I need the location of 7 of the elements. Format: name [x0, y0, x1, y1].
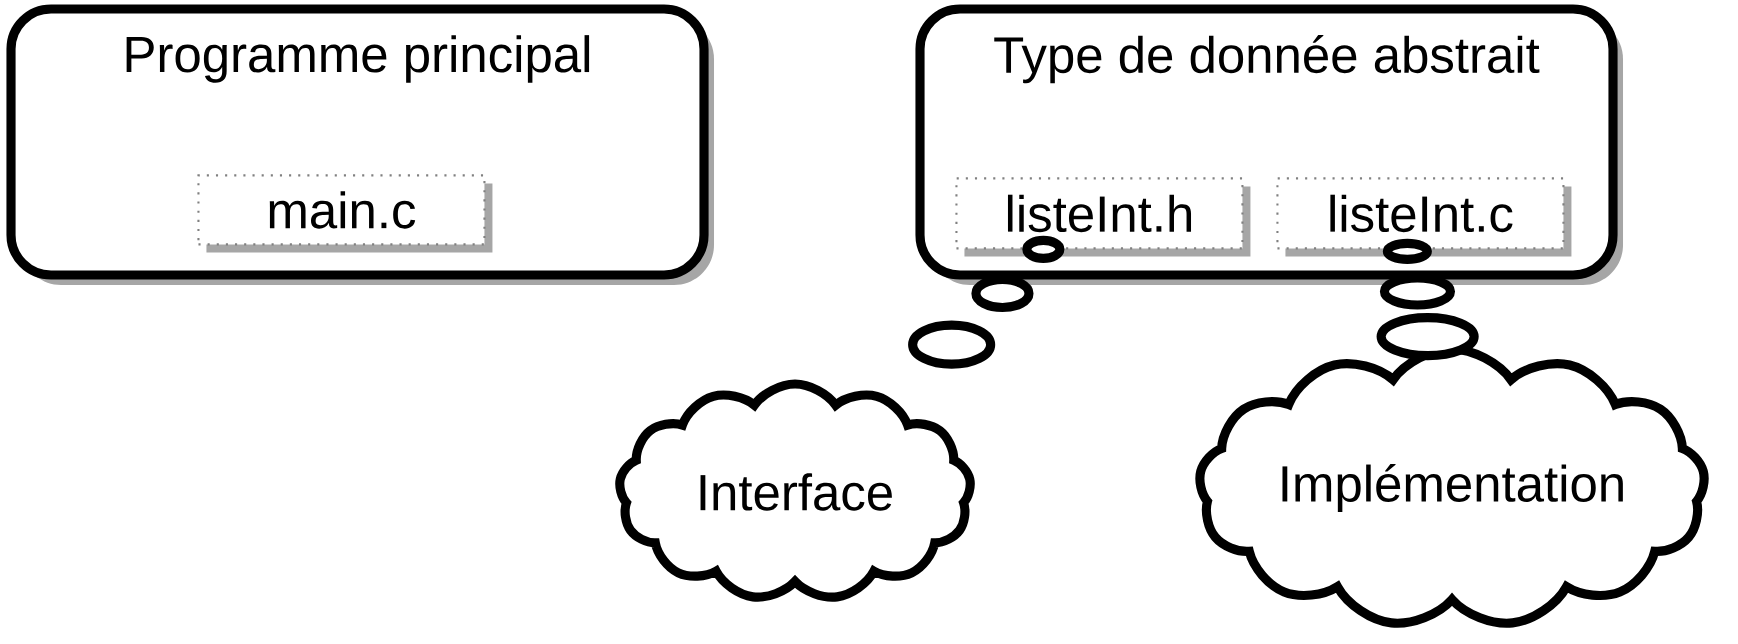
thought-cloud: Implémentation — [1195, 344, 1709, 628]
file-box: listeInt.c — [1276, 177, 1572, 257]
file-box: listeInt.h — [955, 177, 1251, 257]
file-box: main.c — [197, 174, 493, 253]
thought-bubbles — [908, 235, 1065, 369]
thought-cloud: Interface — [615, 379, 975, 602]
thought-bubbles — [1376, 238, 1479, 361]
